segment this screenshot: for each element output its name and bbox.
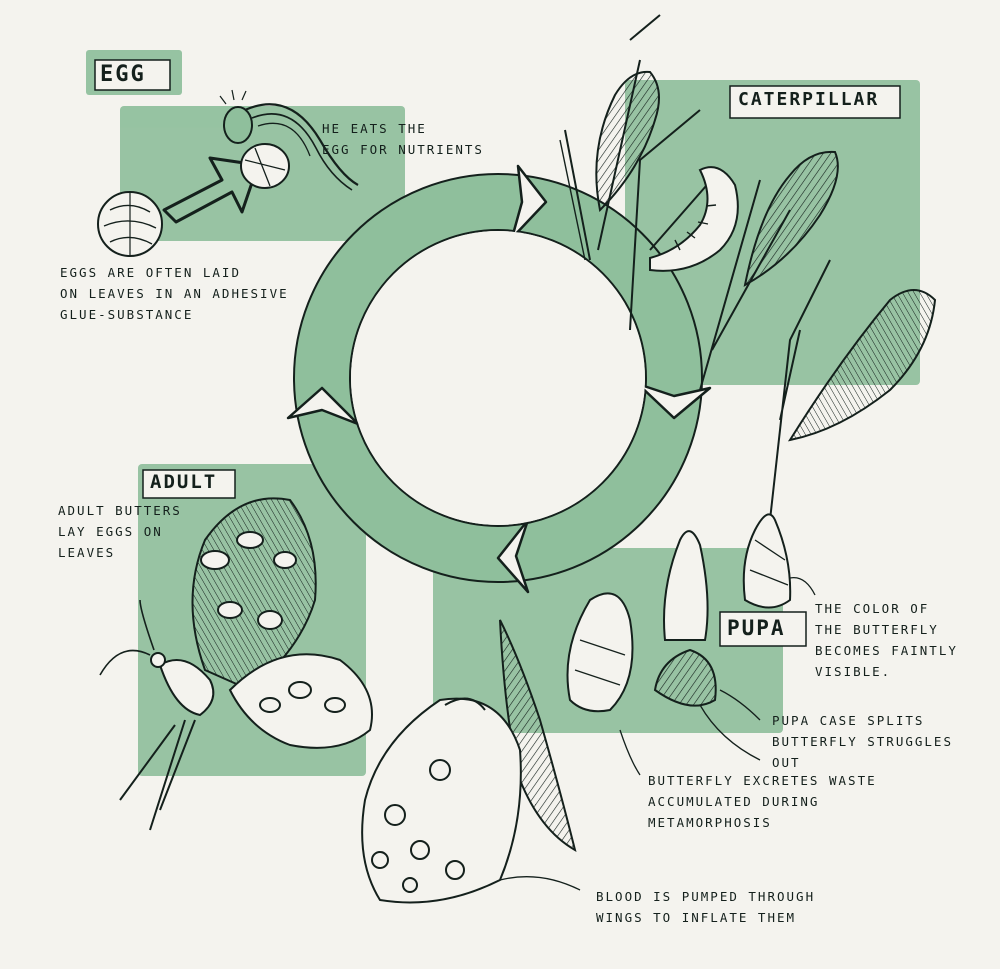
butterfly-icon	[99, 497, 373, 831]
pupa-icons	[566, 513, 792, 713]
caterpillar-heading: CATERPILLAR	[738, 89, 880, 110]
chrysalis-icon	[595, 14, 661, 213]
egg-label-box	[94, 59, 171, 91]
adult-label-box	[142, 469, 236, 499]
note-excretes: BUTTERFLY EXCRETES WASTE ACCUMULATED DUR…	[648, 773, 877, 830]
note-color-visible: THE COLOR OF THE BUTTERFLY BECOMES FAINT…	[815, 601, 958, 679]
cycle-ring	[286, 164, 712, 594]
caterpillar-label-box	[729, 85, 901, 119]
note-adult-lays: ADULT BUTTERS LAY EGGS ON LEAVES	[58, 503, 182, 560]
adult-heading: ADULT	[150, 471, 218, 493]
egg-icon	[97, 191, 163, 257]
ring-arrow-left	[286, 386, 360, 426]
egg-arrow-icon	[162, 156, 260, 224]
pupa-heading: PUPA	[727, 616, 786, 640]
note-eggs-laid: EGGS ARE OFTEN LAID ON LEAVES IN AN ADHE…	[60, 265, 289, 322]
label-boxes	[94, 59, 901, 647]
leader-lines	[499, 576, 816, 891]
egg-heading: EGG	[100, 62, 146, 87]
emerging-butterfly-icon	[361, 619, 577, 904]
hatching-caterpillar-icon	[219, 89, 359, 191]
note-blood: BLOOD IS PUMPED THROUGH WINGS TO INFLATE…	[596, 889, 816, 925]
note-case-splits: PUPA CASE SPLITS BUTTERFLY STRUGGLES OUT	[772, 713, 953, 770]
caterpillar-icon	[649, 150, 937, 442]
note-egg-eaten: HE EATS THE EGG FOR NUTRIENTS	[322, 121, 484, 157]
pupa-label-box	[719, 611, 807, 647]
